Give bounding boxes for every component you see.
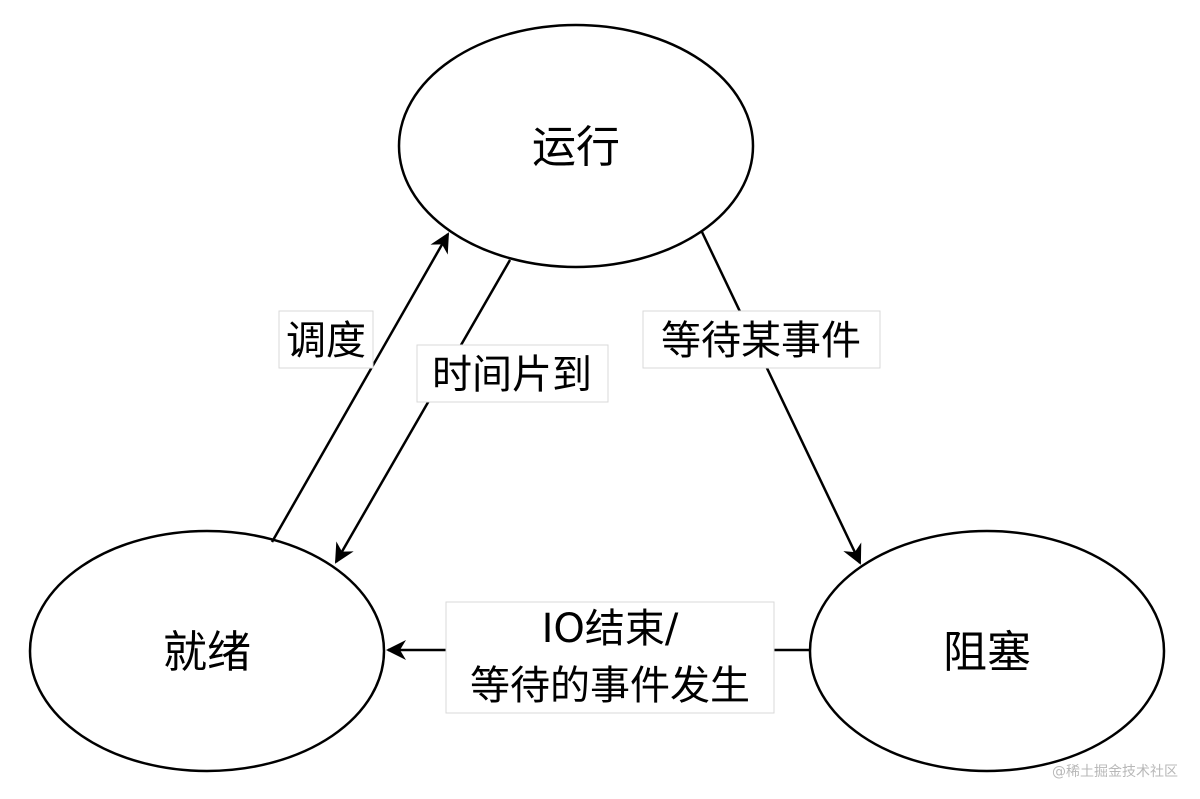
- edge-schedule: [270, 232, 450, 543]
- edge-time-slice: [334, 259, 512, 564]
- node-blocked: 阻塞: [808, 529, 1166, 773]
- watermark: @稀土掘金技术社区: [1052, 764, 1178, 780]
- edge-schedule-label-bg: [278, 310, 374, 369]
- edge-time-slice-label-bg: [416, 344, 609, 403]
- edge-schedule-line: [270, 232, 450, 543]
- edge-io-done-label-bg: [445, 601, 775, 714]
- edge-io-done-label-line1: IO结束/: [542, 606, 679, 652]
- node-running-ellipse: [397, 23, 755, 269]
- node-ready: 就绪: [28, 529, 386, 773]
- edge-wait-event-line: [700, 231, 862, 565]
- edge-wait-event: [700, 231, 862, 565]
- edge-time-slice-line: [334, 259, 512, 564]
- edge-time-slice-label: 时间片到: [432, 352, 592, 398]
- edge-wait-event-label: 等待某事件: [661, 318, 861, 364]
- node-ready-ellipse: [28, 529, 386, 773]
- edge-wait-event-label-bg: [642, 310, 881, 369]
- edge-schedule-label: 调度: [286, 318, 366, 364]
- edge-io-done-label-line2: 等待的事件发生: [470, 663, 750, 709]
- edge-schedule-label-group: 调度: [278, 310, 374, 369]
- edge-wait-event-label-group: 等待某事件: [642, 310, 881, 369]
- edge-time-slice-label-group: 时间片到: [416, 344, 609, 403]
- node-running-label: 运行: [532, 122, 620, 173]
- node-blocked-label: 阻塞: [943, 627, 1031, 678]
- node-running: 运行: [397, 23, 755, 269]
- edge-io-done-label-group: IO结束/ 等待的事件发生: [445, 601, 775, 714]
- node-ready-label: 就绪: [163, 627, 251, 678]
